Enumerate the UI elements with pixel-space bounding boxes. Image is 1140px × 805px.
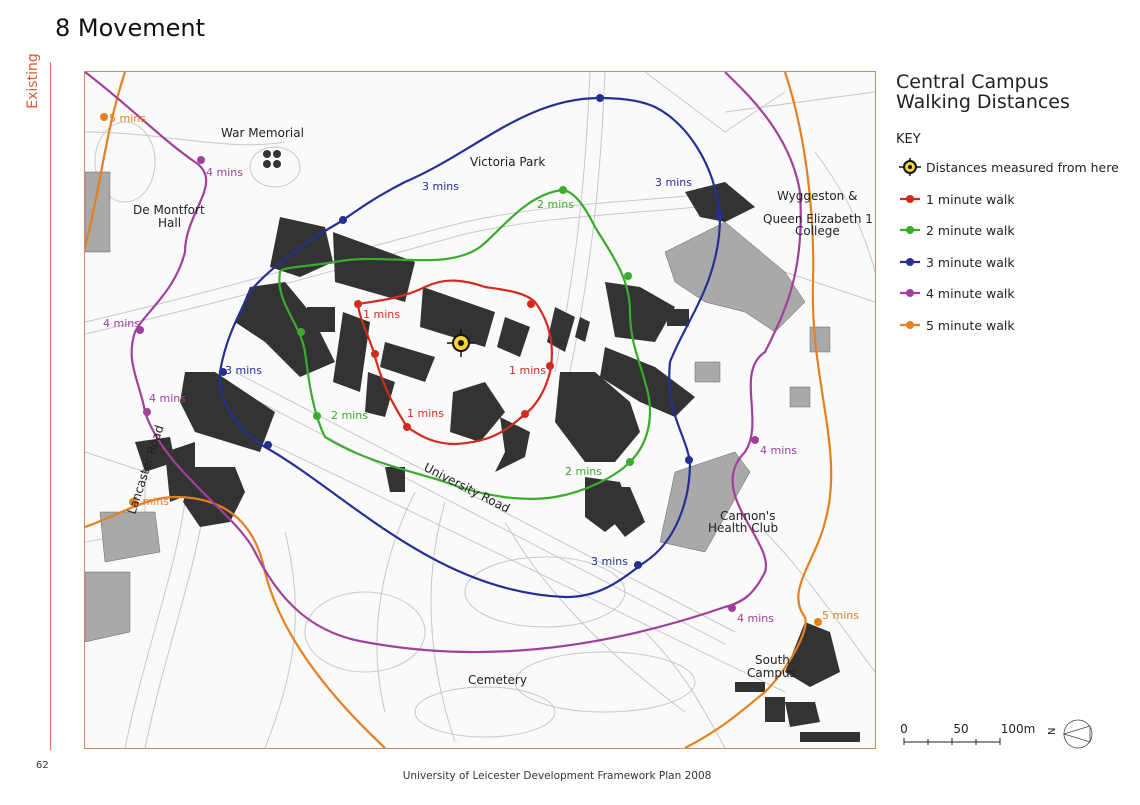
label-war-memorial: War Memorial	[221, 126, 304, 140]
contour-2-minute	[278, 188, 652, 500]
label-de-montfort-2: Hall	[158, 216, 181, 230]
crosshair-icon	[447, 329, 475, 357]
page-number: 62	[36, 760, 49, 771]
side-label: Existing	[23, 48, 43, 118]
label-5-mins-a: 5 mins	[109, 112, 146, 125]
label-5-mins-c: 5 mins	[822, 609, 859, 622]
label-3-mins-b: 3 mins	[655, 176, 692, 189]
key-item-origin: Distances measured from here	[896, 158, 1136, 190]
label-4-mins-a: 4 mins	[206, 166, 243, 179]
side-label-text: Existing	[25, 53, 41, 109]
label-cannons-2: Health Club	[708, 521, 778, 535]
key-label-4-minute: 4 minute walk	[926, 286, 1015, 301]
key-item-4-minute: 4 minute walk	[896, 284, 1136, 316]
key-label-3-minute: 3 minute walk	[926, 254, 1015, 270]
contour-5-minute	[85, 72, 833, 748]
label-5-mins-b: 5 mins	[132, 495, 169, 508]
grey-buildings	[85, 171, 831, 643]
line-marker-icon	[900, 289, 920, 297]
panel-title: Central Campus Walking Distances	[896, 72, 1070, 112]
scale-tick-50: 50	[953, 722, 968, 736]
line-marker-icon	[900, 257, 920, 266]
contour-1-minute	[356, 279, 553, 446]
panel-title-line1: Central Campus	[896, 71, 1049, 93]
north-arrow-icon	[1062, 719, 1093, 749]
key-label-5-minute: 5 minute walk	[926, 317, 1015, 333]
label-4-mins-e: 4 mins	[737, 612, 774, 625]
label-cemetery: Cemetery	[468, 673, 527, 687]
label-1-mins-a: 1 mins	[363, 308, 400, 321]
key-label-origin: Distances measured from here	[926, 160, 1119, 175]
side-divider	[50, 62, 51, 750]
label-2-mins-a: 2 mins	[537, 198, 574, 211]
crosshair-icon	[899, 158, 921, 176]
label-4-mins-c: 4 mins	[149, 392, 186, 405]
page-title: 8 Movement	[55, 14, 206, 42]
scale-bar: 0 50 100m N	[900, 719, 1093, 749]
key-item-2-minute: 2 minute walk	[896, 221, 1136, 253]
campus-map[interactable]: 1 mins 1 mins 1 mins 2 mins 2 mins 2 min…	[84, 71, 876, 749]
north-label: N	[1047, 728, 1058, 735]
line-marker-icon	[900, 194, 920, 203]
line-marker-icon	[900, 320, 920, 329]
map-key: Distances measured from here 1 minute wa…	[896, 158, 1136, 347]
key-title: KEY	[896, 132, 921, 147]
label-2-mins-c: 2 mins	[565, 465, 602, 478]
map-canvas: 1 mins 1 mins 1 mins 2 mins 2 mins 2 min…	[85, 72, 875, 748]
label-wyggeston-3: College	[795, 224, 840, 238]
label-3-mins-c: 3 mins	[225, 364, 262, 377]
label-de-montfort-1: De Montfort	[133, 203, 205, 217]
campus-buildings	[135, 150, 860, 742]
label-victoria-park: Victoria Park	[470, 155, 545, 169]
contour-4-minute	[85, 72, 802, 654]
scale-tick-100: 100m	[1001, 722, 1036, 736]
key-label-2-minute: 2 minute walk	[926, 223, 1015, 238]
label-3-mins-d: 3 mins	[591, 555, 628, 568]
page-footer: University of Leicester Development Fram…	[402, 770, 712, 782]
key-label-1-minute: 1 minute walk	[926, 191, 1015, 207]
label-4-mins-b: 4 mins	[103, 317, 140, 330]
label-wyggeston-1: Wyggeston &	[777, 189, 857, 203]
line-marker-icon	[900, 226, 920, 234]
scale-tick-0: 0	[900, 722, 908, 736]
key-item-3-minute: 3 minute walk	[896, 253, 1136, 285]
label-south-campus-2: Campus	[747, 666, 796, 680]
label-4-mins-d: 4 mins	[760, 444, 797, 457]
key-item-1-minute: 1 minute walk	[896, 190, 1136, 222]
label-2-mins-b: 2 mins	[331, 409, 368, 422]
key-item-5-minute: 5 minute walk	[896, 316, 1136, 348]
contour-nodes	[100, 94, 822, 626]
label-south-campus-1: South	[755, 653, 790, 667]
label-wyggeston-2: Queen Elizabeth 1	[763, 212, 873, 226]
label-3-mins-a: 3 mins	[422, 180, 459, 193]
label-1-mins-c: 1 mins	[407, 407, 444, 420]
panel-title-line2: Walking Distances	[896, 91, 1070, 113]
label-1-mins-b: 1 mins	[509, 364, 546, 377]
label-cannons-1: Cannon's	[720, 509, 775, 523]
map-base	[85, 72, 875, 748]
